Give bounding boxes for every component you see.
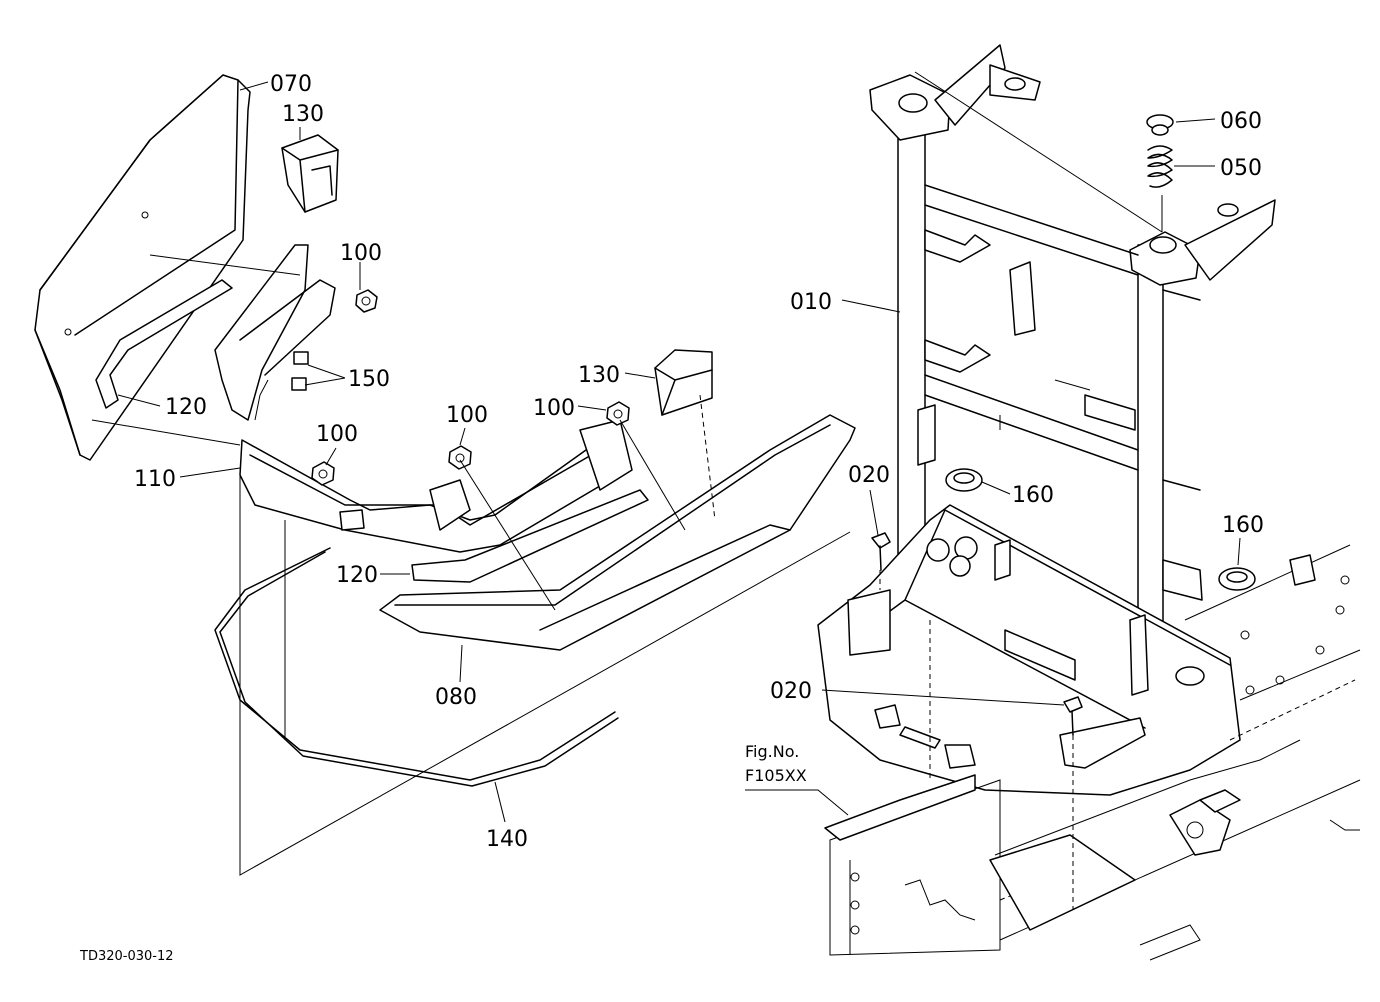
callout-160-b: 160 bbox=[1222, 513, 1264, 538]
part-020-bolt-a bbox=[871, 532, 891, 571]
part-120-rubber-strip-lower bbox=[411, 489, 649, 583]
part-130-cushion-lower bbox=[654, 349, 713, 416]
right-assembly-leader-lines bbox=[879, 71, 1163, 910]
callout-060: 060 bbox=[1220, 109, 1262, 134]
callout-140: 140 bbox=[486, 827, 528, 852]
nut-100-d bbox=[606, 401, 630, 426]
callout-080: 080 bbox=[435, 685, 477, 710]
callout-160-a: 160 bbox=[1012, 483, 1054, 508]
part-130-cushion-upper bbox=[281, 134, 339, 213]
callout-010: 010 bbox=[790, 290, 832, 315]
callout-100-a: 100 bbox=[340, 241, 382, 266]
fig-ref-line2: F105XX bbox=[745, 766, 807, 785]
part-060-spring-seat bbox=[1146, 114, 1174, 136]
base-plate bbox=[817, 504, 1241, 796]
callout-100-c: 100 bbox=[446, 403, 488, 428]
part-140-wire-bar bbox=[214, 547, 619, 787]
callout-leaders bbox=[117, 81, 1241, 823]
nut-100-a bbox=[355, 289, 378, 313]
callout-050: 050 bbox=[1220, 156, 1262, 181]
callout-100-d: 100 bbox=[533, 396, 575, 421]
drawing-code: TD320-030-12 bbox=[79, 949, 174, 964]
part-160-grommet-b bbox=[1218, 567, 1256, 591]
left-assembly-leader-lines bbox=[91, 254, 851, 876]
bracket-plate bbox=[214, 244, 336, 421]
chassis-frame bbox=[824, 544, 1361, 961]
callout-150: 150 bbox=[348, 367, 390, 392]
part-160-grommet-a bbox=[945, 468, 983, 492]
callout-100-b: 100 bbox=[316, 422, 358, 447]
nut-100-c bbox=[448, 445, 472, 470]
callout-130-lower: 130 bbox=[578, 363, 620, 388]
part-110-rail bbox=[239, 419, 633, 553]
callout-120-lower: 120 bbox=[336, 563, 378, 588]
part-010-frame bbox=[869, 44, 1276, 741]
part-050-spring bbox=[1147, 145, 1173, 188]
fig-ref-line1: Fig.No. bbox=[745, 742, 799, 761]
callout-130-upper: 130 bbox=[282, 102, 324, 127]
part-080-front-cover bbox=[379, 414, 856, 651]
callout-020-a: 020 bbox=[848, 463, 890, 488]
part-120-rubber-strip-upper bbox=[95, 279, 233, 409]
nut-100-b bbox=[311, 461, 335, 486]
part-070-side-cover bbox=[34, 74, 251, 461]
callout-020-b: 020 bbox=[770, 679, 812, 704]
callout-070: 070 bbox=[270, 72, 312, 97]
part-020-bolt-b bbox=[1063, 696, 1083, 736]
callout-110: 110 bbox=[134, 467, 176, 492]
callout-120-upper: 120 bbox=[165, 395, 207, 420]
